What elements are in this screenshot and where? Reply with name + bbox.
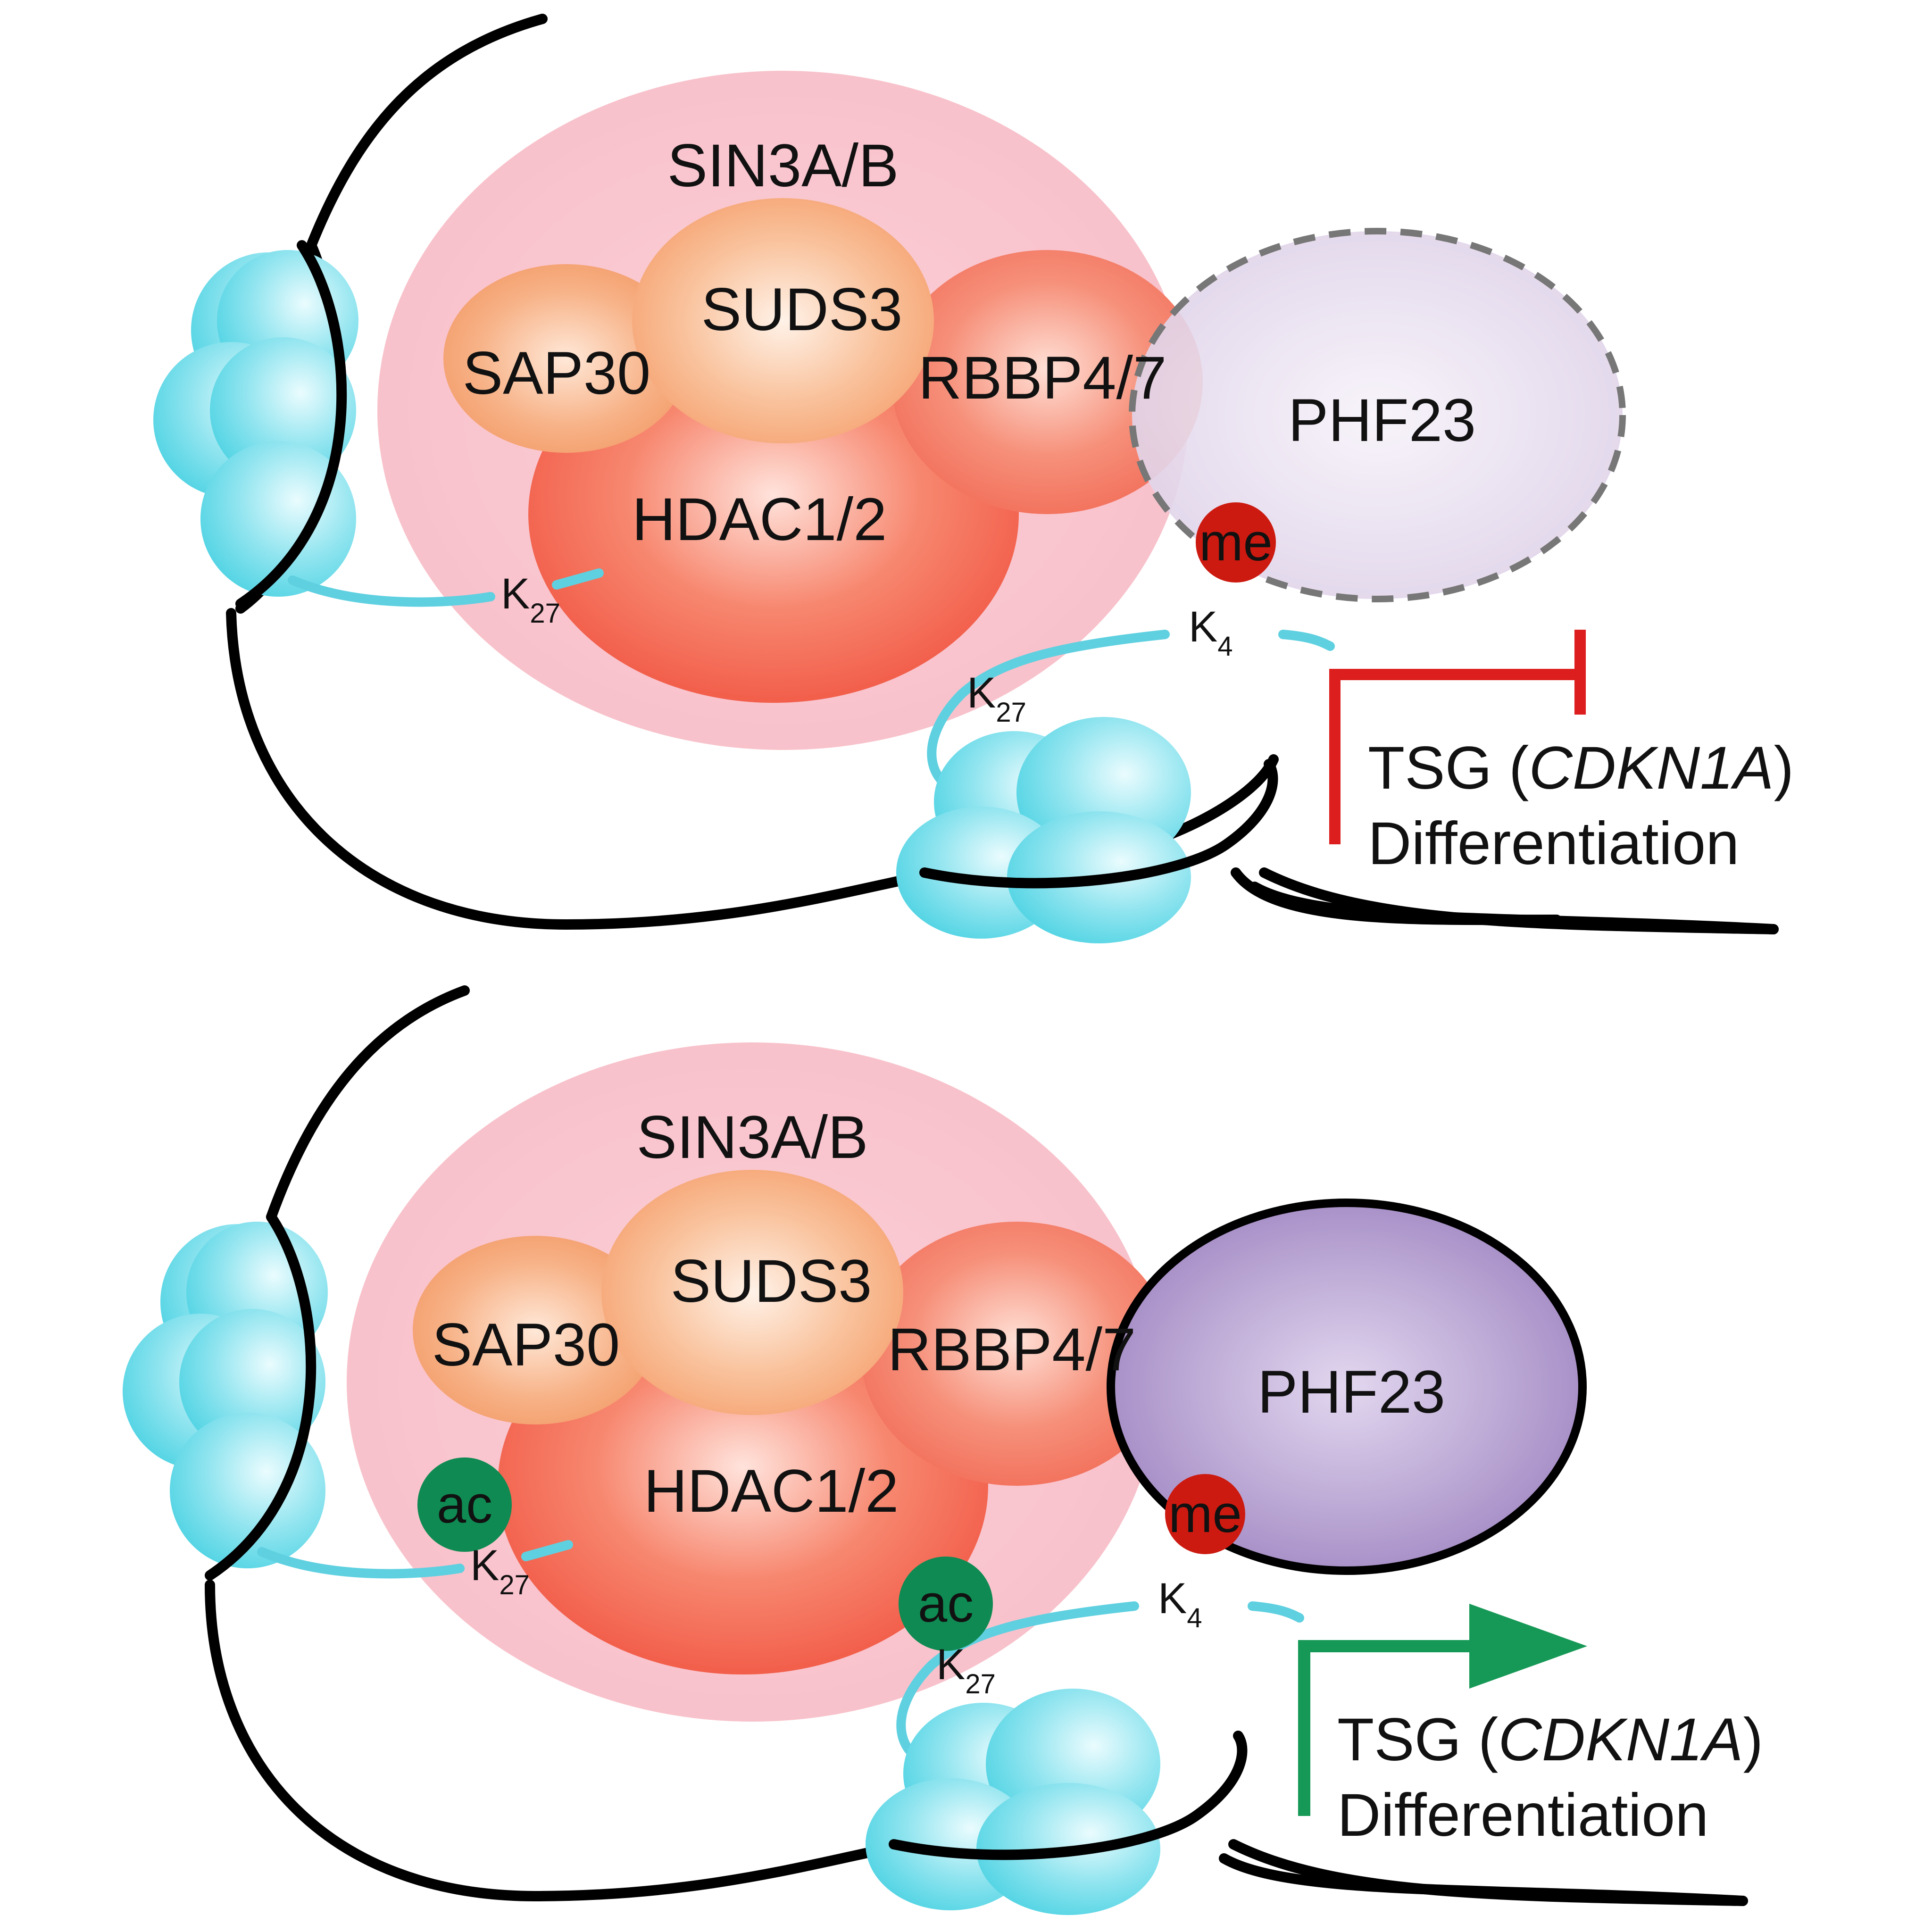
histone-tail-left [288,575,495,607]
sap30-label: SAP30 [432,1311,620,1379]
phf23-label: PHF23 [1288,387,1476,454]
ac-mark-right [899,1557,993,1651]
dna-strand-end [1249,882,1779,934]
k4-label: K4 [1158,1574,1202,1633]
t-bar-inhibition-icon [1329,630,1586,844]
rbbp-subunit [891,250,1203,514]
phf23-label: PHF23 [1257,1358,1445,1426]
k4-label: K4 [1189,603,1233,662]
k27-label-left: K27 [501,570,560,629]
bent-arrow-activation-icon [1298,1640,1474,1816]
me-mark-label: me [1168,1484,1242,1543]
me-mark [1165,1474,1245,1554]
histone-tail-right-end [1278,630,1335,651]
histone-tail-left-end [552,568,604,590]
nucleosome-bottom [896,717,1191,943]
k27-label-left: K27 [470,1541,530,1600]
histone-tail-right-end [1248,1601,1304,1623]
hdac-label: HDAC1/2 [632,486,887,553]
rbbp-label: RBBP4/7 [918,344,1167,412]
outcome-text: Differentiation [1337,1782,1708,1849]
sap30-label: SAP30 [463,340,651,407]
hdac-label: HDAC1/2 [644,1457,899,1525]
k27-label-right: K27 [967,669,1026,728]
phf23-reader-bound [1107,1199,1587,1575]
nucleosome-bottom [866,1689,1160,1915]
panel-active: ac ac me K27 K27 K4 SIN3A/B SUDS3 SAP30 … [123,985,1763,1915]
ac-mark-left [417,1457,512,1552]
dna-wrap-left [235,240,347,609]
ac-mark-left-label: ac [437,1475,492,1534]
outcome-text: Differentiation [1368,810,1739,877]
rbbp-subunit [861,1222,1172,1486]
histone-tail-left [257,1547,465,1579]
rbbp-label: RBBP4/7 [888,1316,1136,1383]
arrowhead-icon [1469,1604,1587,1689]
histone-tail-left-end [521,1540,573,1561]
k27-label-right: K27 [936,1641,996,1699]
complex-label: SIN3A/B [637,1104,868,1171]
me-mark-label: me [1199,513,1273,572]
target-gene-text: TSG (CDKN1A) [1337,1706,1763,1774]
suds3-label: SUDS3 [671,1248,872,1315]
panel-repressed: me K27 K27 K4 SIN3A/B SUDS3 SAP30 RBBP4/… [153,14,1794,943]
sap30-subunit [413,1236,658,1424]
me-mark [1196,502,1276,583]
suds3-label: SUDS3 [701,276,903,343]
complex-label: SIN3A/B [667,132,899,200]
suds3-subunit [601,1170,903,1415]
dna-strand-end [1219,1853,1748,1906]
suds3-subunit [632,198,934,443]
target-gene-text: TSG (CDKN1A) [1368,734,1794,802]
dna-wrap-left [205,1212,316,1581]
dna-wrap-bottom [889,1731,1248,1860]
sap30-subunit [443,264,689,453]
ac-mark-right-label: ac [918,1574,974,1633]
